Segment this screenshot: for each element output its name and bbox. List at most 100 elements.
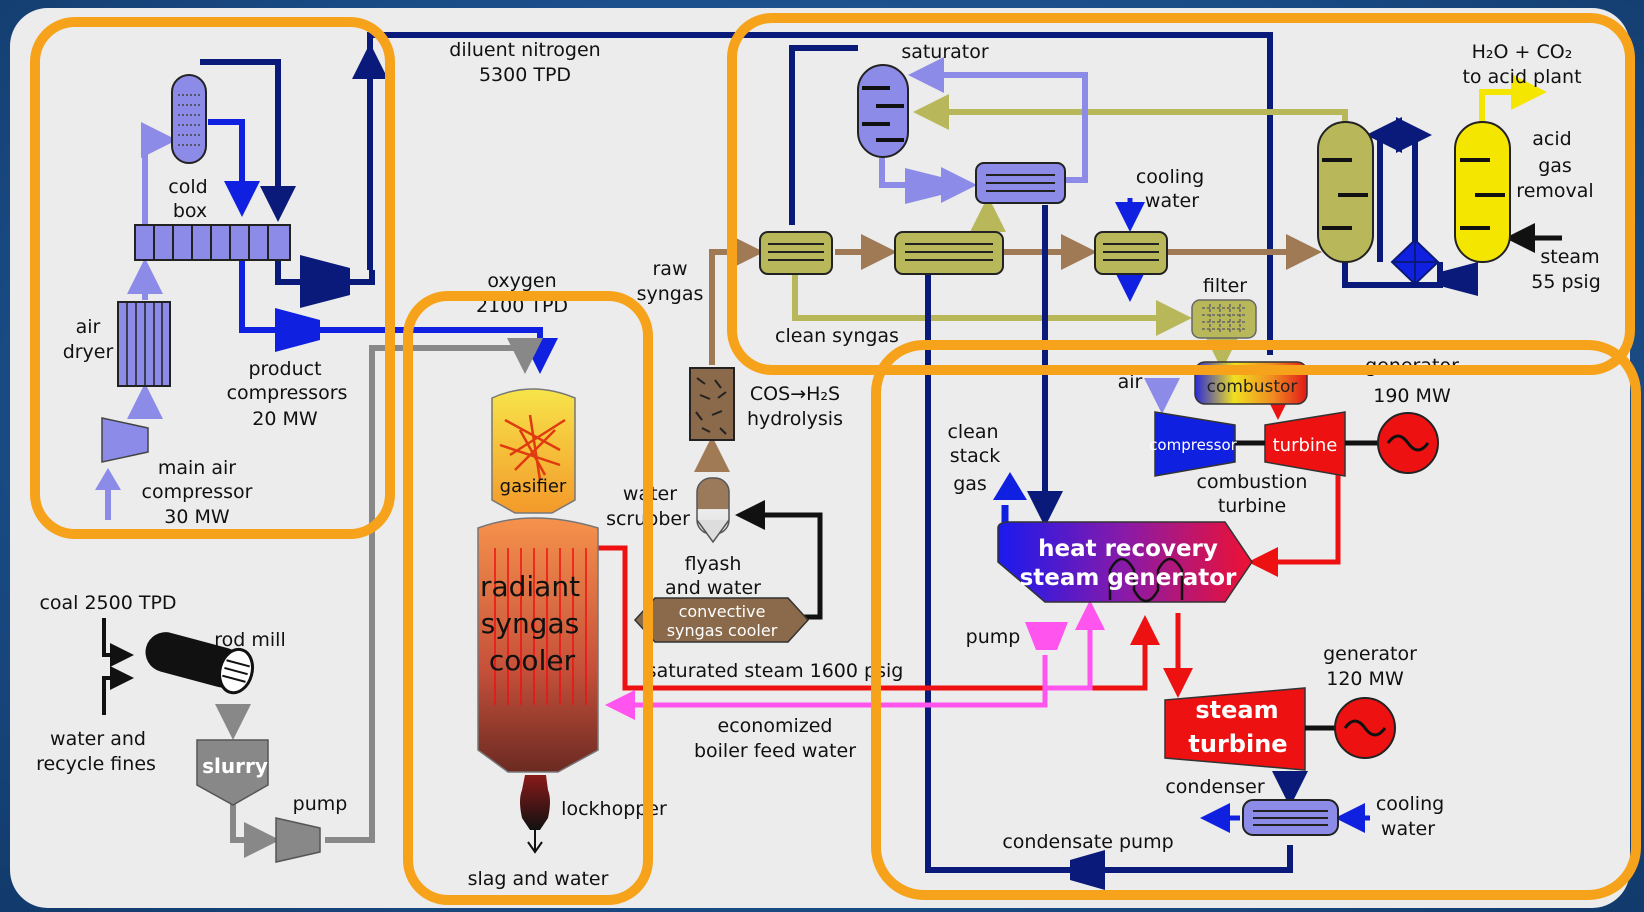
label-saturated-steam: saturated steam 1600 psig	[647, 660, 904, 682]
label-hrsg-2: steam generator	[1020, 565, 1237, 591]
ct-turbine	[1264, 411, 1346, 477]
label-radiant: radiant	[480, 570, 580, 603]
label-acid-plant-1: H₂O + CO₂	[1472, 41, 1573, 63]
slurry-pump	[275, 817, 321, 863]
nitrogen-compressor	[300, 255, 350, 308]
label-cooling: cooling	[1136, 166, 1204, 188]
highlight-gas-cleanup	[727, 13, 1635, 375]
saturator-out	[879, 158, 905, 188]
label-steam-turbine-2: turbine	[1188, 730, 1287, 758]
label-cos-2: hydrolysis	[747, 408, 843, 430]
water-line	[102, 666, 134, 715]
saturator-trays	[862, 86, 904, 142]
convective-syngas-cooler	[633, 597, 810, 643]
clean-syngas-return	[913, 94, 1348, 130]
highlight-power-block	[871, 340, 1641, 900]
label-air: air	[76, 316, 101, 338]
nitrogen-comp-out	[350, 270, 375, 285]
label-lockhopper: lockhopper	[561, 798, 667, 820]
saturator-loop	[908, 57, 1088, 183]
label-pump-hrsg: pump	[966, 626, 1021, 648]
label-syngas: syngas	[481, 607, 579, 640]
condensate-pump	[1070, 850, 1105, 890]
label-recycle-fines: recycle fines	[36, 753, 156, 775]
label-cold: cold	[168, 176, 207, 198]
raw-syngas-line	[709, 234, 764, 365]
filter-mesh	[1202, 304, 1246, 334]
hx-1-lines	[768, 243, 824, 261]
hrsg-coil	[1108, 557, 1184, 603]
oxygen-line	[239, 258, 275, 333]
label-diluent-nitrogen: diluent nitrogen	[449, 39, 600, 61]
steam-turbine	[1164, 687, 1306, 771]
label-water2: water	[1381, 818, 1435, 840]
label-condensate-pump: condensate pump	[1002, 831, 1173, 853]
label-flyash: flyash	[685, 553, 742, 575]
label-economized: economized	[718, 715, 833, 737]
label-cooler: cooler	[489, 644, 576, 677]
rod-mill	[145, 632, 254, 695]
label-compressors: compressors	[227, 382, 348, 404]
highlight-air-separation	[30, 17, 395, 539]
oxygen-compressor	[275, 308, 320, 352]
coldbox-oxygen-out	[208, 119, 260, 217]
main-air-inlet-arrow	[95, 468, 121, 520]
label-hrsg-1: heat recovery	[1038, 536, 1218, 562]
label-raw: raw	[653, 258, 688, 280]
gasifier-flame	[499, 414, 566, 481]
label-diluent-nitrogen-rate: 5300 TPD	[479, 64, 571, 86]
coal-line	[102, 618, 134, 667]
highlight-gasification	[403, 291, 653, 905]
label-raw-syngas: syngas	[637, 283, 704, 305]
acid-plant-line	[1479, 74, 1547, 122]
label-oxygen: oxygen	[487, 270, 556, 292]
label-generator-120: 120 MW	[1326, 668, 1404, 690]
hx-dividers	[153, 225, 269, 260]
condenser-lines	[1253, 810, 1328, 826]
label-turbine: turbine	[1218, 495, 1286, 517]
main-heat-exchanger	[134, 224, 291, 261]
clean-syngas-line	[792, 275, 1192, 336]
label-convective: convective	[679, 602, 766, 621]
saturator-pump	[905, 168, 945, 204]
label-removal: removal	[1516, 180, 1593, 202]
lockhopper	[520, 775, 550, 830]
label-steam-turbine-1: steam	[1195, 696, 1278, 724]
rsc-tubes	[494, 548, 587, 705]
label-gas: gas	[1538, 155, 1572, 177]
cos-hydrolysis-reactor	[689, 367, 735, 441]
saturator-water-line	[789, 45, 858, 225]
label-gasifier: gasifier	[500, 476, 567, 497]
label-product-power: 20 MW	[252, 408, 318, 430]
label-cooling2: cooling	[1376, 793, 1444, 815]
hx-2-lines	[905, 243, 993, 261]
generator-120-symbol	[1343, 719, 1387, 737]
label-slag-and-water: slag and water	[468, 868, 609, 890]
filter	[1191, 299, 1257, 339]
label-generator2: generator	[1323, 643, 1417, 665]
label-stack: stack	[950, 445, 1000, 467]
scrubber-bottom	[696, 519, 730, 544]
ct-exhaust-to-hrsg	[1248, 455, 1341, 577]
label-coal: coal 2500 TPD	[39, 592, 176, 614]
main-air-compressor	[101, 417, 149, 463]
agr-pump	[1440, 262, 1478, 296]
slurry-to-pump	[230, 800, 280, 858]
air-to-coldbox	[141, 122, 177, 228]
stack-gas-arrow	[993, 472, 1027, 500]
label-steam-pressure: 55 psig	[1531, 271, 1601, 293]
nitrogen-to-compressor	[275, 258, 300, 285]
label-convective-syngas-cooler: syngas cooler	[667, 621, 778, 640]
label-turbine-ct: turbine	[1273, 435, 1338, 456]
agr-absorber	[1317, 121, 1374, 263]
label-cooling-water: water	[1145, 190, 1199, 212]
label-compressor: compressor	[142, 481, 253, 503]
label-generator-190: 190 MW	[1373, 385, 1451, 407]
label-combustor: combustor	[1207, 377, 1298, 397]
label-water-and: water and	[50, 728, 146, 750]
label-stack-gas: gas	[953, 473, 987, 495]
label-main-air: main air	[158, 457, 236, 479]
label-air-ct: air	[1118, 371, 1143, 393]
